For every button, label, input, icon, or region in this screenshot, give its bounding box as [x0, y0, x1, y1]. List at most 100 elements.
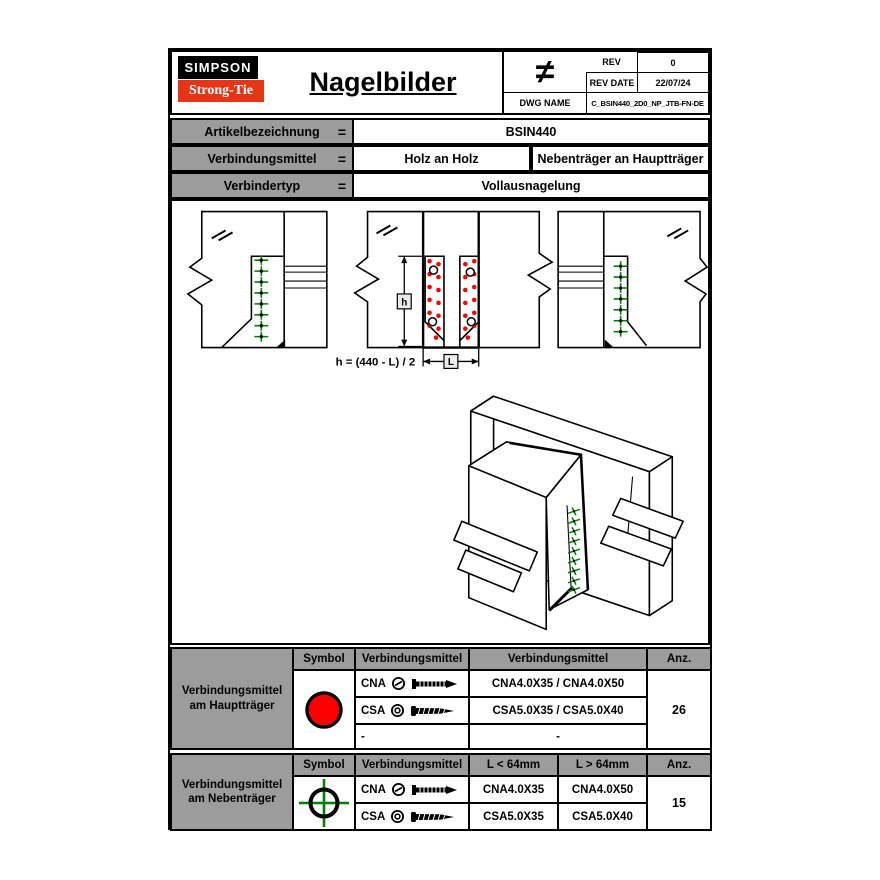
haupt-header-anz: Anz. — [646, 647, 712, 671]
artikel-label-text: Artikelbezeichnung — [204, 124, 320, 139]
neben-row-label-line1: Verbindungsmittel — [181, 778, 283, 791]
nail-side-icon — [411, 784, 457, 795]
crosshair-symbol-icon — [299, 779, 349, 827]
neben-row-label-line2: am Nebenträger — [188, 793, 276, 805]
sheet-frame: SIMPSON Strong-Tie Nagelbilder ≠ REV 0 R… — [168, 48, 712, 831]
artikel-value: BSIN440 — [354, 118, 710, 145]
nail-pattern-drawing: h L h = (440 - L) / 2 — [186, 210, 709, 631]
neben-header-symbol: Symbol — [292, 753, 356, 777]
drawing-area: h L h = (440 - L) / 2 — [170, 199, 710, 645]
nail-center-dots — [618, 264, 623, 334]
nail-head-icon — [391, 783, 405, 796]
neben-cna-llong: CNA4.0X50 — [557, 775, 648, 804]
hanger-hole — [427, 317, 438, 327]
break-flap — [600, 525, 673, 567]
haupt-cna-code: CNA — [361, 677, 386, 690]
haupt-row-label-line2: am Hauptträger — [189, 699, 275, 712]
dim-l-label: L — [448, 357, 454, 368]
neben-anz-value: 15 — [646, 775, 712, 831]
logo-strongtie-text: Strong-Tie — [178, 80, 264, 102]
logo-simpson-text: SIMPSON — [178, 56, 258, 79]
neben-csa-code: CSA — [361, 810, 386, 823]
rev-label: REV — [602, 57, 621, 67]
haupt-cna-cell: CNA — [354, 669, 470, 698]
revision-block: ≠ REV 0 REV DATE 22/07/24 DWG NAME C_BSI… — [502, 52, 708, 113]
nail-head-icon — [391, 677, 405, 690]
view-side-left — [186, 210, 328, 349]
neben-csa-lshort: CSA5.0X35 — [468, 802, 559, 831]
equals-sign: = — [337, 150, 346, 167]
dwg-name-label: DWG NAME — [504, 92, 586, 113]
neben-cna-code: CNA — [361, 783, 386, 796]
table-nebentraeger: Verbindungsmittel am Nebenträger Symbol … — [170, 753, 712, 831]
neben-header-vm: Verbindungsmittel — [354, 753, 470, 777]
haupt-csa-code: CSA — [361, 704, 386, 717]
screw-side-icon — [411, 705, 455, 716]
rev-value: 0 — [637, 52, 708, 72]
simpson-strongtie-logo: SIMPSON Strong-Tie — [172, 52, 264, 113]
verbindungsmittel-label: Verbindungsmittel= — [170, 145, 354, 172]
hanger-hole — [428, 265, 439, 275]
haupt-anz-value: 26 — [646, 669, 712, 750]
verbindertyp-label: Verbindertyp = — [170, 172, 354, 199]
dimension-l: L — [422, 347, 480, 369]
haupt-dash-cell: - — [354, 723, 470, 750]
equals-sign: = — [337, 123, 346, 140]
neben-row-label: Verbindungsmittel am Nebenträger — [170, 753, 294, 831]
view-3d — [453, 395, 684, 631]
break-flap — [453, 520, 539, 572]
info-row-verbindungsmittel: Verbindungsmittel= Holz an Holz Nebenträ… — [170, 145, 710, 172]
haupt-csa-value: CSA5.0X35 / CSA5.0X40 — [468, 696, 648, 725]
break-flap — [611, 497, 684, 539]
haupt-dash-value: - — [468, 723, 648, 750]
haupt-cna-value: CNA4.0X35 / CNA4.0X50 — [468, 669, 648, 698]
red-circle-symbol-icon — [305, 690, 343, 729]
neben-cna-cell: CNA — [354, 775, 470, 804]
sheet-title: Nagelbilder — [309, 67, 457, 97]
break-symbol-icon — [211, 229, 234, 242]
hanger-hole — [466, 317, 476, 327]
verbindertyp-label-text: Verbindertyp — [223, 178, 301, 193]
screw-head-icon — [391, 704, 405, 717]
hanger-hole — [465, 267, 475, 277]
neben-csa-cell: CSA — [354, 802, 470, 831]
info-row-artikel: Artikelbezeichnung = BSIN440 — [170, 118, 710, 145]
title-block: SIMPSON Strong-Tie Nagelbilder ≠ REV 0 R… — [170, 50, 710, 115]
haupt-header-vm1: Verbindungsmittel — [354, 647, 470, 671]
dimension-h: h — [396, 255, 424, 348]
artikel-label: Artikelbezeichnung = — [170, 118, 354, 145]
haupt-symbol-cell — [292, 669, 356, 750]
neben-header-anz: Anz. — [646, 753, 712, 777]
haupt-row-label: Verbindungsmittel am Hauptträger — [170, 647, 294, 750]
dimension-note: h = (440 - L) / 2 — [336, 356, 416, 368]
dwg-name-value: C_BSIN440_2D0_NP_JTB-FN-DE — [586, 92, 708, 113]
haupt-dash-code: - — [361, 730, 365, 743]
haupt-header-vm2: Verbindungsmittel — [468, 647, 648, 671]
break-symbol-icon — [375, 224, 398, 237]
nail-center-dots — [259, 258, 264, 339]
nail-center-dots — [572, 510, 576, 591]
verbindertyp-value: Vollausnagelung — [354, 172, 710, 199]
neben-symbol-cell — [292, 775, 356, 831]
break-flap — [457, 549, 523, 593]
hauptbeam-top-face — [469, 395, 674, 473]
rev-date-value: 22/07/24 — [637, 72, 708, 92]
screw-side-icon — [411, 811, 455, 822]
verbindungsmittel-value-2: Nebenträger an Hauptträger — [531, 145, 710, 172]
neben-cna-lshort: CNA4.0X35 — [468, 775, 559, 804]
verbindungsmittel-value-1: Holz an Holz — [354, 145, 531, 172]
haupt-header-symbol: Symbol — [292, 647, 356, 671]
break-symbol-icon — [666, 227, 689, 240]
table-haupttraeger: Verbindungsmittel am Hauptträger Symbol … — [170, 647, 712, 750]
projection-symbol-icon: ≠ — [535, 53, 555, 91]
haupt-row-label-line1: Verbindungsmittel — [181, 685, 283, 698]
haupt-nails-front-view — [427, 258, 477, 340]
neben-csa-llong: CSA5.0X40 — [557, 802, 648, 831]
dim-h-label: h — [401, 297, 407, 308]
neben-header-llong: L > 64mm — [557, 753, 648, 777]
neben-header-lshort: L < 64mm — [468, 753, 559, 777]
neben-nails-left-view — [254, 255, 269, 342]
info-row-verbindertyp: Verbindertyp = Vollausnagelung — [170, 172, 710, 199]
equals-sign: = — [337, 177, 346, 194]
